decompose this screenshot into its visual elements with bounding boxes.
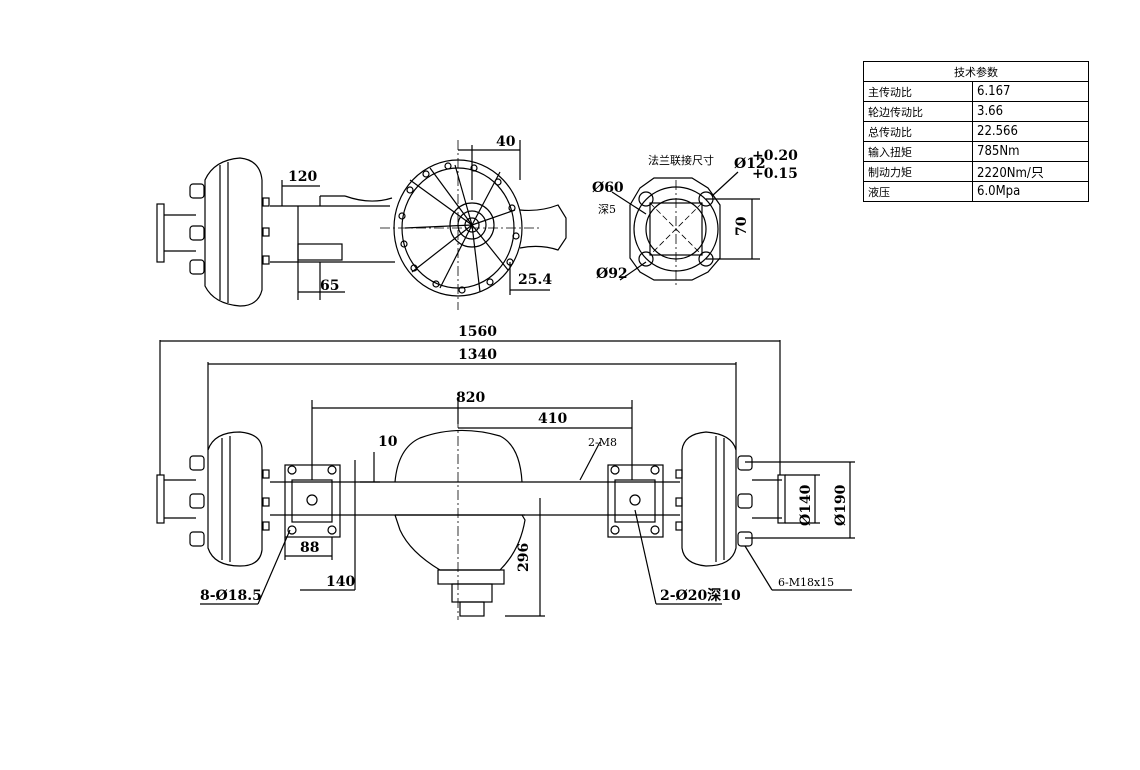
spec-value: 785Nm	[972, 141, 1089, 162]
m8-label: 2-M8	[588, 436, 617, 449]
dim-25-4: 25.4	[518, 272, 552, 288]
spec-row: 主传动比 6.167	[863, 81, 1089, 102]
flange-tolerance-base: Ø12	[734, 156, 766, 172]
spec-param: 总传动比	[863, 121, 973, 142]
spec-value: 22.566	[972, 121, 1089, 142]
dim-140: 140	[326, 574, 355, 590]
dim-120: 120	[288, 169, 317, 185]
dim-296: 296	[516, 543, 532, 572]
spec-value: 3.66	[972, 101, 1089, 122]
top-view	[156, 140, 567, 310]
front-view	[156, 340, 855, 620]
dim-820: 820	[456, 390, 485, 406]
depth-label: 深5	[598, 203, 616, 216]
spec-row: 输入扭矩 785Nm	[863, 141, 1089, 162]
spec-row: 液压 6.0Mpa	[863, 181, 1089, 202]
spec-param: 主传动比	[863, 81, 973, 102]
spec-table: 技术参数 主传动比 6.167 轮边传动比 3.66 总传动比 22.566 输…	[863, 61, 1089, 202]
holes-8-label: 8-Ø18.5	[200, 588, 262, 604]
dim-1560: 1560	[458, 324, 497, 340]
flange-title: 法兰联接尺寸	[648, 153, 714, 167]
dim-40: 40	[496, 134, 516, 150]
dia-140: Ø140	[798, 484, 814, 526]
dim-70: 70	[734, 216, 750, 236]
spec-value: 2220Nm/只	[972, 161, 1089, 182]
flange-tolerance-lower: +0.15	[752, 166, 798, 182]
dia-190: Ø190	[833, 484, 849, 526]
spec-param: 输入扭矩	[863, 141, 973, 162]
spec-value: 6.167	[972, 81, 1089, 102]
spec-value: 6.0Mpa	[972, 181, 1089, 202]
spec-row: 制动力矩 2220Nm/只	[863, 161, 1089, 182]
flange-tolerance-upper: +0.20	[752, 148, 798, 164]
top-view-labels: 120 40 65 25.4	[288, 134, 552, 294]
dia-60: Ø60	[592, 180, 624, 196]
spec-table-title: 技术参数	[863, 61, 1089, 82]
dia-92: Ø92	[596, 266, 628, 282]
flange-labels: 法兰联接尺寸 Ø12 +0.20 +0.15 Ø60 深5 Ø92 70	[592, 148, 798, 282]
spec-row: 总传动比 22.566	[863, 121, 1089, 142]
dim-410: 410	[538, 411, 567, 427]
flange-view	[611, 171, 760, 285]
dim-65: 65	[320, 278, 339, 294]
spec-param: 液压	[863, 181, 973, 202]
spec-row: 轮边传动比 3.66	[863, 101, 1089, 122]
holes-2-label: 2-Ø20深10	[660, 587, 741, 604]
thread-label: 6-M18x15	[778, 576, 834, 589]
front-view-labels: 1560 1340 820 410 10 2-M8 88 140 296 8-Ø…	[200, 324, 849, 604]
spec-param: 轮边传动比	[863, 101, 973, 122]
dim-88: 88	[300, 540, 319, 556]
spec-param: 制动力矩	[863, 161, 973, 182]
dim-10: 10	[378, 434, 398, 450]
dim-1340: 1340	[458, 347, 497, 363]
